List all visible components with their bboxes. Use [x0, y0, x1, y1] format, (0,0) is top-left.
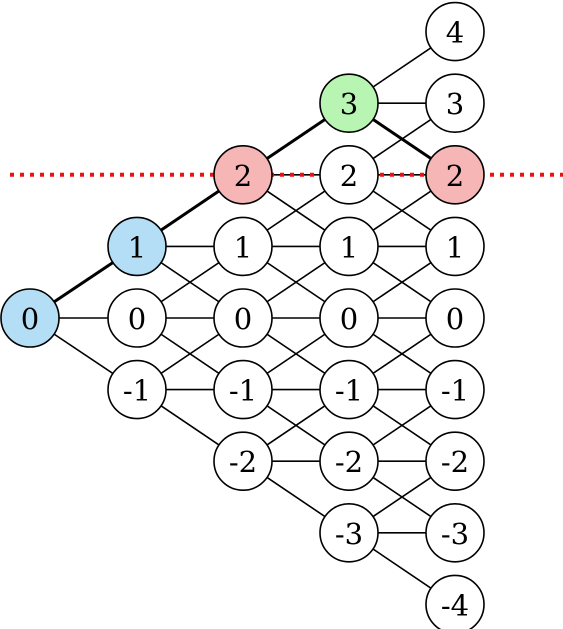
node-label: -3: [335, 517, 363, 551]
node-label: 2: [234, 159, 252, 193]
lattice-node: -1: [107, 359, 167, 420]
node-label: 1: [234, 230, 252, 264]
node-label: 1: [128, 230, 146, 264]
node-label: 0: [21, 302, 39, 336]
lattice-node: 0: [319, 288, 379, 348]
nodes-layer: 0 1 0 -1 2 1 0 -1 -2 3 2 1 0 -1 -2 -3 4 3 2 1 0 -1 -2 -3 -4: [0, 1, 485, 629]
lattice-node: -3: [425, 502, 485, 563]
node-circle: [319, 288, 379, 348]
node-circle: [107, 359, 167, 420]
node-label: 4: [446, 16, 464, 50]
node-circle: [107, 216, 167, 277]
lattice-node: -2: [425, 431, 485, 492]
node-circle: [319, 502, 379, 563]
lattice-node: 4: [425, 1, 485, 62]
lattice-node: 0: [213, 288, 273, 348]
node-circle: [425, 502, 485, 563]
node-circle: [0, 288, 60, 348]
node-label: 0: [340, 302, 358, 336]
node-label: 0: [446, 302, 464, 336]
node-circle: [213, 145, 273, 205]
node-circle: [425, 1, 485, 62]
node-circle: [425, 359, 485, 420]
node-circle: [425, 574, 485, 629]
lattice-node: -2: [213, 431, 273, 492]
lattice-node: 2: [319, 145, 379, 205]
node-circle: [425, 288, 485, 348]
node-label: 3: [340, 87, 358, 121]
lattice-node: -3: [319, 502, 379, 563]
node-circle: [319, 216, 379, 277]
node-circle: [319, 431, 379, 492]
node-label: -1: [335, 374, 363, 408]
node-label: 1: [446, 230, 464, 264]
node-circle: [107, 288, 167, 348]
lattice-node: -4: [425, 574, 485, 629]
lattice-node: -2: [319, 431, 379, 492]
lattice-node: 1: [107, 216, 167, 277]
lattice-node: 3: [425, 73, 485, 133]
lattice-node: -1: [319, 359, 379, 420]
lattice-node: -1: [425, 359, 485, 420]
lattice-node: 0: [107, 288, 167, 348]
node-label: -2: [335, 445, 363, 479]
node-circle: [425, 431, 485, 492]
node-circle: [319, 145, 379, 205]
node-label: -4: [441, 588, 469, 622]
node-circle: [425, 216, 485, 277]
lattice-node: 1: [425, 216, 485, 277]
lattice-node: 2: [425, 145, 485, 205]
lattice-node: 2: [213, 145, 273, 205]
lattice-node: 1: [319, 216, 379, 277]
node-circle: [213, 216, 273, 277]
node-label: 0: [128, 302, 146, 336]
node-circle: [213, 431, 273, 492]
node-label: 2: [340, 159, 358, 193]
node-circle: [213, 288, 273, 348]
node-circle: [425, 145, 485, 205]
node-label: -2: [229, 445, 257, 479]
node-label: 2: [446, 159, 464, 193]
node-circle: [213, 359, 273, 420]
lattice-node: 0: [425, 288, 485, 348]
node-circle: [319, 359, 379, 420]
node-circle: [319, 73, 379, 133]
lattice-node: 0: [0, 288, 60, 348]
node-label: -2: [441, 445, 469, 479]
node-label: 0: [234, 302, 252, 336]
node-label: -1: [123, 374, 151, 408]
lattice-node: 1: [213, 216, 273, 277]
node-label: -3: [441, 517, 469, 551]
node-label: 3: [446, 87, 464, 121]
lattice-node: 3: [319, 73, 379, 133]
lattice-node: -1: [213, 359, 273, 420]
node-label: 1: [340, 230, 358, 264]
node-label: -1: [441, 374, 469, 408]
node-label: -1: [229, 374, 257, 408]
node-circle: [425, 73, 485, 133]
